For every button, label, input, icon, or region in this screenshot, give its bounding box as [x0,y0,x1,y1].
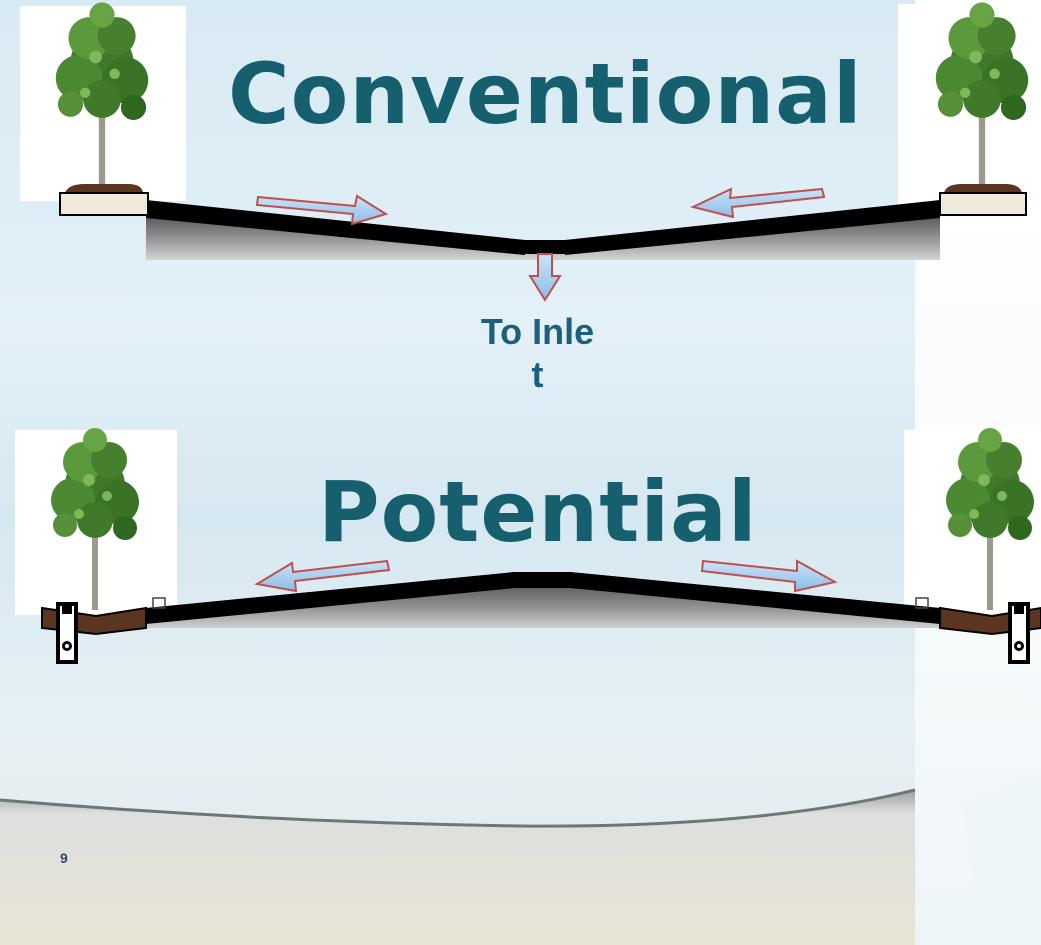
tree-icon [55,2,149,194]
pavement-right-conventional [565,200,940,255]
flow-arrow-icon [254,559,391,593]
pavement-left-conventional [146,200,525,255]
curb-drain-icon [1008,602,1030,664]
curb-drain-icon [56,602,78,664]
curb-stop-right [915,597,929,609]
tree-icon [935,2,1029,194]
center-gutter-conventional [525,240,565,254]
curb-left [59,192,149,216]
road-base-potential [146,572,940,628]
bottom-wave-edge [0,788,916,828]
curb-stop-left [152,597,166,609]
flow-arrow-icon [528,253,562,302]
curb-right [939,192,1027,216]
title-potential: Potential [318,463,758,561]
flow-arrow-icon [700,559,838,593]
bottom-decorative-wave [0,790,915,945]
pavement-right-potential [570,572,940,624]
flow-arrow-icon [690,187,826,219]
right-decorative-shape [960,770,1041,945]
planter-soil-right [944,184,1022,193]
crown-potential [515,572,570,588]
flow-arrow-icon [255,194,389,226]
tree-icon [51,428,139,610]
road-base-conventional [146,205,940,260]
pavement-left-potential [146,572,515,624]
planter-soil-left [65,184,143,193]
to-inlet-label: To Inlet [480,311,595,396]
title-conventional: Conventional [228,45,863,143]
tree-icon [946,428,1034,610]
slide-number: 9 [60,850,68,866]
